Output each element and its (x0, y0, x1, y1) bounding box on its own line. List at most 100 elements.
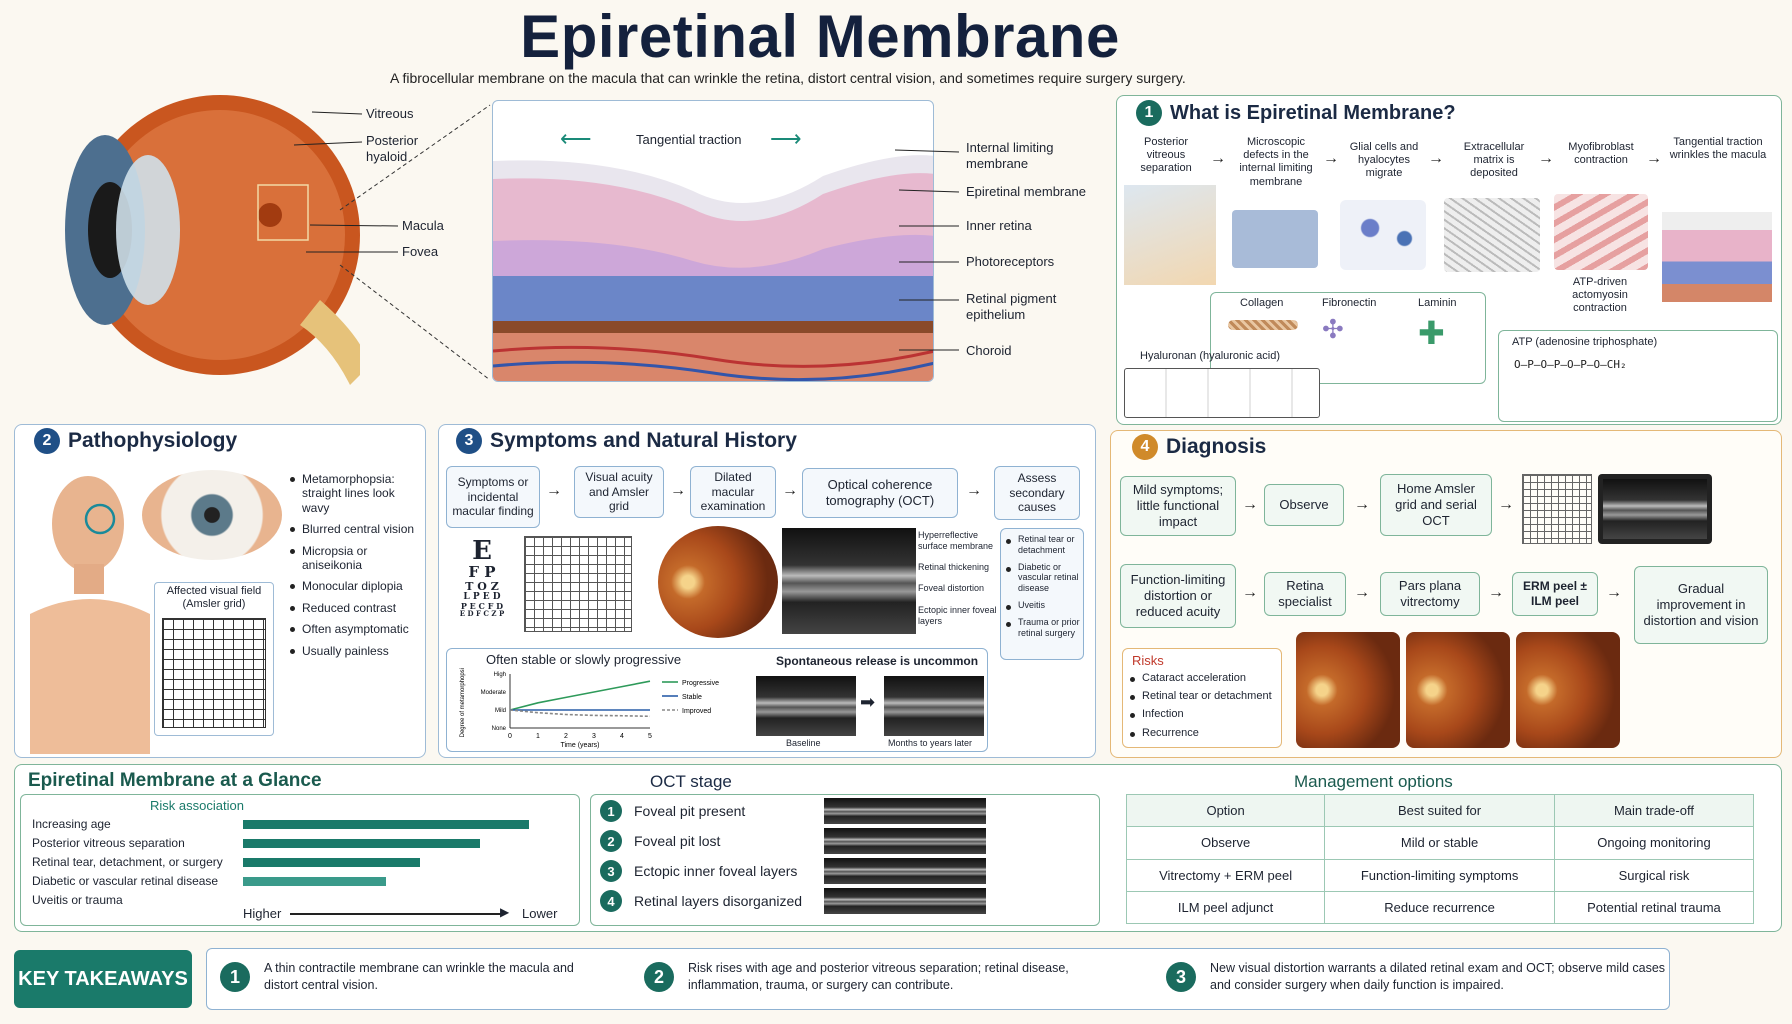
eye-leader-lines (293, 104, 491, 381)
eye-label-fovea: Fovea (402, 244, 439, 259)
retina-layers-graphic (493, 155, 933, 381)
human-figure-illustration (30, 464, 150, 754)
laminin-icon: ✚ (1418, 315, 1445, 351)
layer-label-erm: Epiretinal membrane (966, 184, 1086, 199)
symptom-item: Often asymptomatic (290, 622, 420, 636)
section2-number: 2 (34, 428, 60, 454)
risk-bar (243, 858, 421, 867)
risk-factor-label: Posterior vitreous separation (32, 836, 185, 850)
laminin-label: Laminin (1418, 297, 1457, 309)
risk-axis-higher: Higher (243, 906, 282, 921)
cause-item: Retinal tear or detachment (1006, 534, 1082, 556)
dx-home-amsler: Home Amsler grid and serial OCT (1380, 474, 1492, 536)
eye-label-vitreous: Vitreous (366, 106, 414, 121)
layer-label-inner-retina: Inner retina (966, 218, 1032, 233)
layer-label-choroid: Choroid (966, 343, 1012, 358)
oct-stage-label: Ectopic inner foveal layers (634, 863, 798, 879)
pathophysiology-symptoms-list: Metamorphopsia: straight lines look wavy… (290, 472, 420, 665)
ecm-fiber-illustration (1444, 198, 1540, 272)
arrow-icon: → (966, 482, 982, 499)
risk-item: Recurrence (1130, 727, 1280, 740)
cause-item: Trauma or prior retinal surgery (1006, 617, 1082, 639)
traction-label: Tangential traction (636, 132, 742, 147)
table-cell: Vitrectomy + ERM peel (1125, 858, 1326, 892)
oct-stage-image (824, 888, 986, 914)
atp-label: ATP (adenosine triphosphate) (1512, 336, 1658, 348)
risk-bar (243, 820, 529, 829)
fibronectin-icon: ✣ (1322, 314, 1344, 344)
takeaways-box (206, 948, 1670, 1010)
column-header: Best suited for (1324, 793, 1555, 828)
y-axis-label: Degree of metamorphopsia (460, 668, 466, 737)
takeaway-number: 1 (220, 962, 250, 992)
eye-label-posterior-hyaloid-text: Posterior hyaloid (366, 133, 419, 164)
layer-label-photoreceptors: Photoreceptors (966, 254, 1055, 269)
eye-icon (65, 95, 370, 385)
monitor-screen (1603, 479, 1707, 539)
oct-stage-number: 2 (600, 830, 622, 852)
atp-driven-note: ATP-driven actomyosin contraction (1572, 276, 1628, 315)
takeaway-text: A thin contractile membrane can wrinkle … (264, 961, 574, 992)
risk-factor-label: Uveitis or trauma (32, 893, 123, 907)
x-tick-label: 3 (592, 733, 596, 740)
arrow-icon: → (1606, 584, 1622, 601)
dx-observe: Observe (1264, 484, 1344, 526)
table-cell: Mild or stable (1324, 826, 1555, 860)
cause-item: Diabetic or vascular retinal disease (1006, 562, 1082, 594)
management-title: Management options (1294, 772, 1453, 791)
surgery-photo-1 (1296, 632, 1400, 748)
section2-heading: 2 Pathophysiology (34, 428, 237, 454)
section3-heading: 3 Symptoms and Natural History (456, 428, 797, 454)
section3-number: 3 (456, 428, 482, 454)
baseline-label: Baseline (786, 738, 821, 748)
right-arrow-icon: ➡ (860, 692, 876, 712)
key-takeaways-badge: KEY TAKEAWAYS (14, 950, 192, 1008)
risk-axis-arrow-icon (290, 913, 504, 915)
person-icon (30, 476, 150, 754)
oct-finding: Foveal distortion (918, 583, 985, 593)
symptom-item: Metamorphopsia: straight lines look wavy (290, 472, 420, 515)
dx-retina-specialist: Retina specialist (1264, 572, 1346, 616)
legend-label: Stable (682, 694, 702, 701)
section1-number: 1 (1136, 100, 1162, 126)
wrinkled-macula-illustration (1662, 212, 1772, 302)
oct-stage-number: 1 (600, 800, 622, 822)
risk-association-box (20, 794, 580, 926)
flow-symptoms: Symptoms or incidental macular finding (446, 466, 540, 528)
y-tick-label: Mild (495, 708, 506, 714)
takeaway-number: 3 (1166, 962, 1196, 992)
section4-number: 4 (1132, 434, 1158, 460)
secondary-causes-box (1000, 528, 1084, 660)
layer-label-ilm: Internal limiting membrane (966, 140, 1054, 171)
flow-oct: Optical coherence tomography (OCT) (802, 468, 958, 518)
risks-title: Risks (1132, 653, 1164, 668)
oct-stage-image (824, 798, 986, 824)
oct-later-image (884, 676, 984, 736)
symptom-item: Usually painless (290, 644, 420, 658)
glance-title: Epiretinal Membrane at a Glance (28, 770, 322, 791)
legend-label: Progressive (682, 680, 719, 687)
risk-axis-lower: Lower (522, 906, 558, 921)
arrow-icon: → (1242, 496, 1258, 513)
y-tick-label: Moderate (481, 690, 507, 696)
x-tick-label: 0 (508, 733, 512, 740)
section3-title: Symptoms and Natural History (490, 429, 797, 452)
flow-secondary-causes: Assess secondary causes (994, 466, 1080, 520)
symptom-item: Blurred central vision (290, 522, 420, 536)
dx-function-limiting: Function-limiting distortion or reduced … (1120, 564, 1236, 628)
oct-stage-number: 3 (600, 860, 622, 882)
ilm-defect-illustration (1232, 210, 1318, 268)
arrow-icon: → (670, 482, 686, 499)
risk-association-title: Risk association (150, 798, 244, 813)
chart-row: L P E D (463, 591, 501, 602)
oct-stage-image (824, 828, 986, 854)
oct-stage-title: OCT stage (650, 772, 732, 791)
later-label: Months to years later (888, 738, 973, 748)
x-tick-label: 4 (620, 733, 624, 740)
amsler-grid (524, 536, 632, 632)
arrow-icon: → (1488, 584, 1504, 601)
table-cell: Function-limiting symptoms (1324, 858, 1555, 892)
section4-heading: 4 Diagnosis (1132, 434, 1266, 460)
